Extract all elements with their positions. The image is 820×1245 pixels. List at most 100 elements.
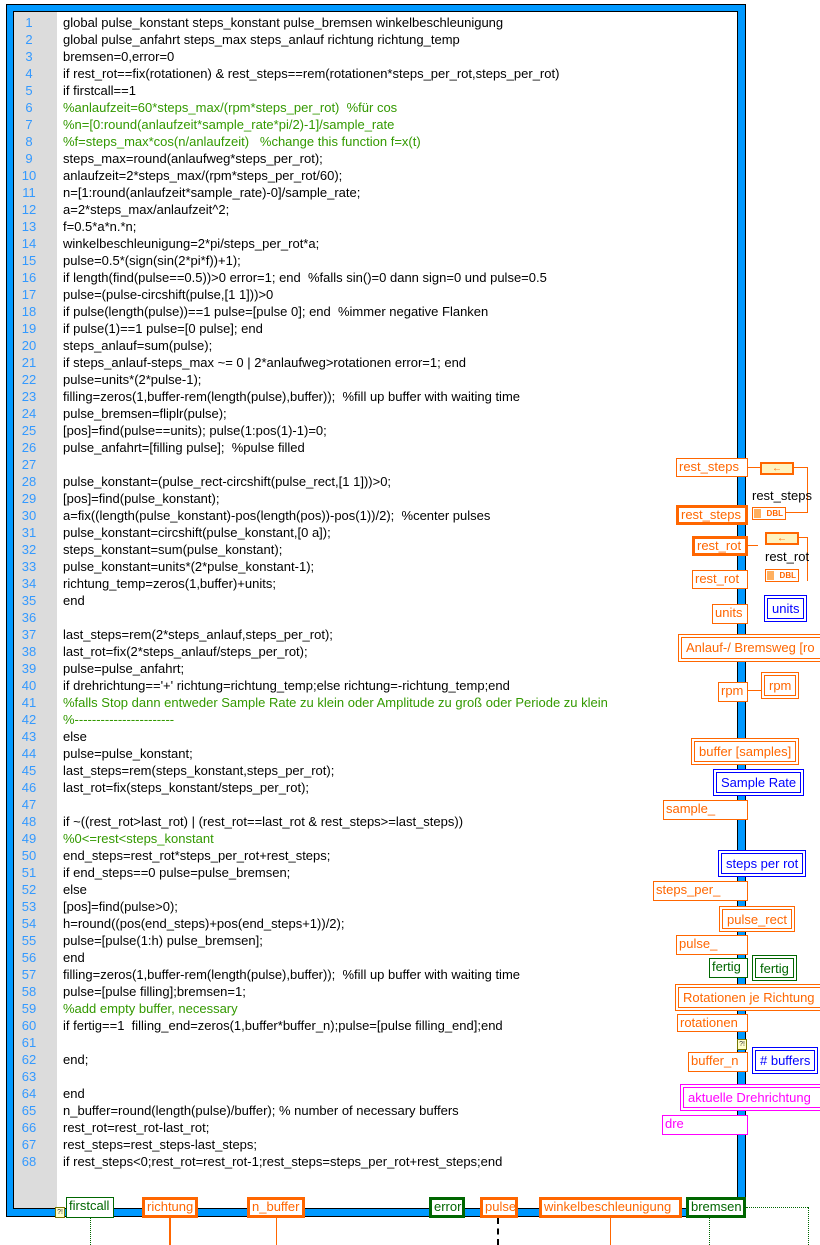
pulse-rect-control[interactable]: pulse_rect [719,906,795,932]
rpm-control[interactable]: rpm [761,672,800,699]
rpm-input-terminal[interactable]: rpm [718,682,748,702]
rotationen-control[interactable]: Rotationen je Richtung [675,984,820,1011]
n-buffer-terminal[interactable]: n_buffer [247,1197,305,1218]
code-line[interactable]: 27 [14,456,737,473]
pulse-rect-input-terminal[interactable]: pulse_ [676,935,748,955]
rest-rot-dbl-indicator[interactable]: DBL [765,569,799,582]
steps-per-rot-control[interactable]: steps per rot [718,850,807,877]
buffer-n-input-terminal[interactable]: buffer_n [688,1052,748,1072]
rotationen-input-terminal[interactable]: rotationen [677,1014,748,1032]
drehrichtung-control[interactable]: aktuelle Drehrichtung [680,1084,820,1111]
bremsen-terminal[interactable]: bremsen [686,1197,746,1218]
drehrichtung-input-terminal[interactable]: dre [662,1115,748,1135]
winkelbeschleunigung-terminal[interactable]: winkelbeschleunigung [539,1197,682,1218]
code-line[interactable]: 25[pos]=find(pulse==units); pulse(1:pos(… [14,422,737,439]
sample-rate-input-terminal[interactable]: sample_ [663,800,748,820]
code-line[interactable]: 47 [14,796,737,813]
units-control[interactable]: units [764,595,808,622]
feedback-node-rest-rot[interactable]: ← [765,532,799,545]
code-line[interactable]: 7%n=[0:round(anlaufzeit*sample_rate*pi/2… [14,116,737,133]
sample-rate-control[interactable]: Sample Rate [713,769,805,796]
code-line[interactable]: 63 [14,1068,737,1085]
fertig-control[interactable]: fertig [752,955,797,981]
rest-rot-output-terminal[interactable]: rest_rot [692,570,748,589]
code-line[interactable]: 8%f=steps_max*cos(n/anlaufzeit) %change … [14,133,737,150]
code-line[interactable]: 36 [14,609,737,626]
steps-per-rot-input-terminal[interactable]: steps_per_ [653,881,748,901]
rest-steps-input-terminal[interactable]: rest_steps [676,458,748,477]
pulse-terminal[interactable]: pulse [480,1197,518,1218]
code-line[interactable]: 61 [14,1034,737,1051]
code-line[interactable]: 41%falls Stop dann entweder Sample Rate … [14,694,737,711]
error-terminal[interactable]: error [429,1197,465,1218]
buffers-control[interactable]: # buffers [752,1047,819,1074]
code-line[interactable]: 53[pos]=find(pulse>0); [14,898,737,915]
feedback-node-rest-steps[interactable]: ← [760,462,794,475]
anlaufweg-control[interactable]: Anlauf-/ Bremsweg [ro [678,634,820,662]
code-line[interactable]: 29[pos]=find(pulse_konstant); [14,490,737,507]
rest-steps-dbl-indicator[interactable]: DBL [752,507,786,520]
code-line[interactable]: 59%add empty buffer, necessary [14,1000,737,1017]
code-line[interactable]: 49%0<=rest<steps_konstant [14,830,737,847]
rest-steps-output-terminal[interactable]: rest_steps [676,505,748,525]
buffer-samples-control[interactable]: buffer [samples] [691,738,800,765]
fertig-input-terminal[interactable]: fertig [709,958,748,978]
firstcall-terminal[interactable]: firstcall [66,1197,114,1218]
code-line[interactable]: 42%----------------------- [14,711,737,728]
code-line[interactable]: 6%anlaufzeit=60*steps_max/(rpm*steps_per… [14,99,737,116]
